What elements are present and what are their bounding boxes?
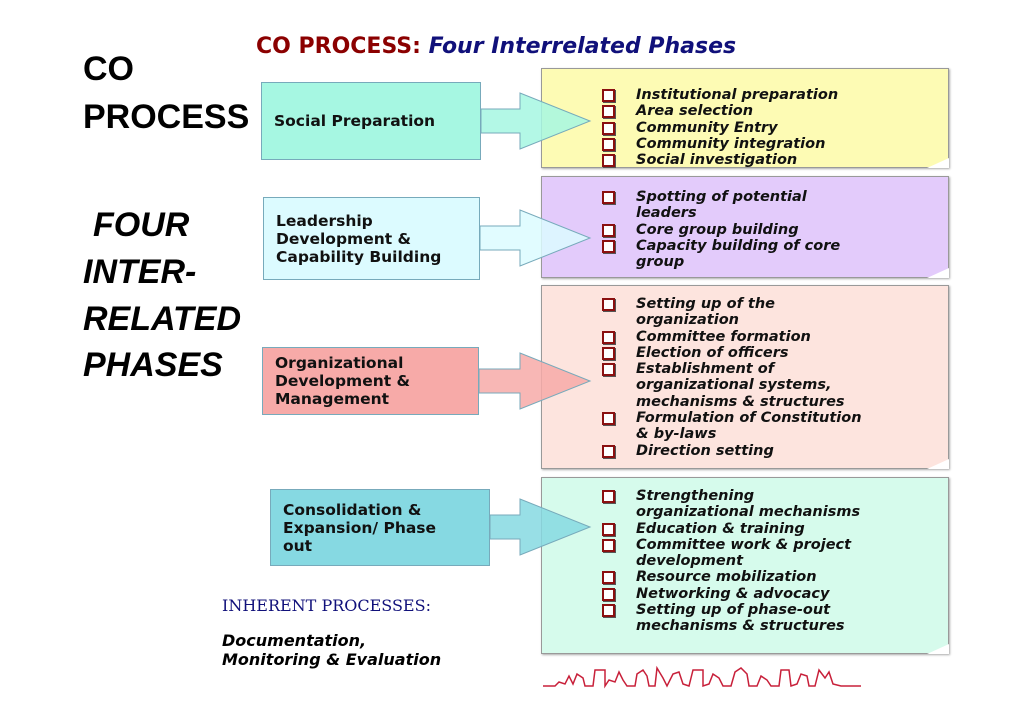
activity-item: Community integration <box>600 136 838 152</box>
checkbox-bullet-icon <box>602 363 615 377</box>
activity-text: Establishment of organizational systems,… <box>636 361 845 410</box>
checkbox-bullet-icon <box>602 223 615 237</box>
activity-item: Strengthening organizational mechanisms <box>600 488 860 521</box>
phase-label: Social Preparation <box>274 112 436 130</box>
checkbox-bullet-icon <box>602 346 615 360</box>
checkbox-bullet-icon <box>602 522 615 536</box>
checkbox-bullet-icon <box>602 105 615 119</box>
activity-item: Social investigation <box>600 152 838 168</box>
checkbox-bullet-icon <box>602 444 615 458</box>
checkbox-bullet-icon <box>602 538 615 552</box>
phase-label: Consolidation & Expansion/ Phase out <box>283 500 437 555</box>
checkbox-bullet-icon <box>602 121 615 135</box>
inherent-text-2: Monitoring & Evaluation <box>222 650 442 669</box>
activity-text: Social investigation <box>636 152 798 169</box>
activity-item: Area selection <box>600 103 838 119</box>
page-fold <box>927 158 949 168</box>
activity-text: Spotting of potential leaders <box>636 189 807 222</box>
activity-text: Committee formation <box>636 328 811 345</box>
phase-label: Organizational Development & Management <box>275 354 411 408</box>
activity-item: Resource mobilization <box>600 569 860 585</box>
activity-item: Spotting of potential leaders <box>600 189 840 222</box>
activity-item: Setting up of the organization <box>600 296 862 329</box>
page-fold <box>927 459 949 469</box>
activity-item: Direction setting <box>600 443 862 459</box>
arrow-icon <box>478 352 592 410</box>
activity-item: Establishment of organizational systems,… <box>600 361 862 410</box>
activity-item: Community Entry <box>600 120 838 136</box>
activity-text: Community Entry <box>636 119 778 136</box>
activity-text: Direction setting <box>636 442 774 459</box>
activity-text: Area selection <box>636 103 754 120</box>
checkbox-bullet-icon <box>602 490 615 503</box>
checkbox-bullet-icon <box>602 239 615 253</box>
activity-item: Institutional preparation <box>600 87 838 103</box>
activity-text: Education & training <box>636 520 805 537</box>
side-subtitle-line-2: INTER- <box>83 253 197 291</box>
activity-item: Committee formation <box>600 329 862 345</box>
activity-item: Core group building <box>600 222 840 238</box>
skyline-decoration <box>543 665 861 689</box>
phase-box: Leadership Development & Capability Buil… <box>263 197 480 280</box>
activity-text: Strengthening organizational mechanisms <box>636 488 861 521</box>
activity-text: Institutional preparation <box>636 87 839 103</box>
activity-text: Election of officers <box>636 344 789 361</box>
activity-item: Election of officers <box>600 345 862 361</box>
activity-item: Education & training <box>600 521 860 537</box>
checkbox-bullet-icon <box>602 89 615 102</box>
checkbox-bullet-icon <box>602 587 615 601</box>
activity-text: Committee work & project development <box>636 536 852 570</box>
phase-label: Leadership Development & Capability Buil… <box>276 211 442 266</box>
checkbox-bullet-icon <box>602 137 615 151</box>
page-fold <box>927 268 949 278</box>
arrow-icon <box>480 92 592 150</box>
activity-text: Formulation of Constitution & by-laws <box>636 410 862 443</box>
checkbox-bullet-icon <box>602 604 615 618</box>
activity-item: Setting up of phase-out mechanisms & str… <box>600 602 860 635</box>
inherent-text-1: Documentation, <box>222 631 367 650</box>
activity-text: Setting up of the organization <box>636 296 776 329</box>
activity-text: Capacity building of core group <box>636 237 841 271</box>
checkbox-bullet-icon <box>602 154 615 168</box>
slide-title: CO PROCESS: Four Interrelated Phases <box>256 34 736 59</box>
activity-item: Capacity building of core group <box>600 238 840 271</box>
phase-box: Consolidation & Expansion/ Phase out <box>270 489 490 566</box>
side-title-line-1: CO <box>83 50 134 88</box>
activity-text: Networking & advocacy <box>636 585 830 602</box>
title-part-2: Four Interrelated Phases <box>428 34 737 59</box>
side-title-line-2: PROCESS <box>83 98 250 136</box>
activity-item: Formulation of Constitution & by-laws <box>600 410 862 443</box>
arrow-icon <box>479 209 592 267</box>
inherent-heading: INHERENT PROCESSES: <box>222 596 431 615</box>
activity-text: Setting up of phase-out mechanisms & str… <box>636 602 845 635</box>
title-part-1: CO PROCESS: <box>256 34 421 59</box>
activity-text: Core group building <box>636 221 799 238</box>
checkbox-bullet-icon <box>602 412 615 426</box>
checkbox-bullet-icon <box>602 191 615 204</box>
activity-text: Community integration <box>636 135 826 152</box>
checkbox-bullet-icon <box>602 330 615 344</box>
page-fold <box>927 644 949 654</box>
side-subtitle-line-3: RELATED <box>83 300 242 338</box>
phase-box: Organizational Development & Management <box>262 347 479 415</box>
activity-text: Resource mobilization <box>636 569 817 586</box>
activity-item: Networking & advocacy <box>600 586 860 602</box>
checkbox-bullet-icon <box>602 571 615 585</box>
activity-item: Committee work & project development <box>600 537 860 570</box>
phase-box: Social Preparation <box>261 82 481 160</box>
checkbox-bullet-icon <box>602 298 615 311</box>
side-subtitle-line-1: FOUR <box>93 206 190 244</box>
side-subtitle-line-4: PHASES <box>83 346 223 384</box>
arrow-icon <box>489 498 592 556</box>
